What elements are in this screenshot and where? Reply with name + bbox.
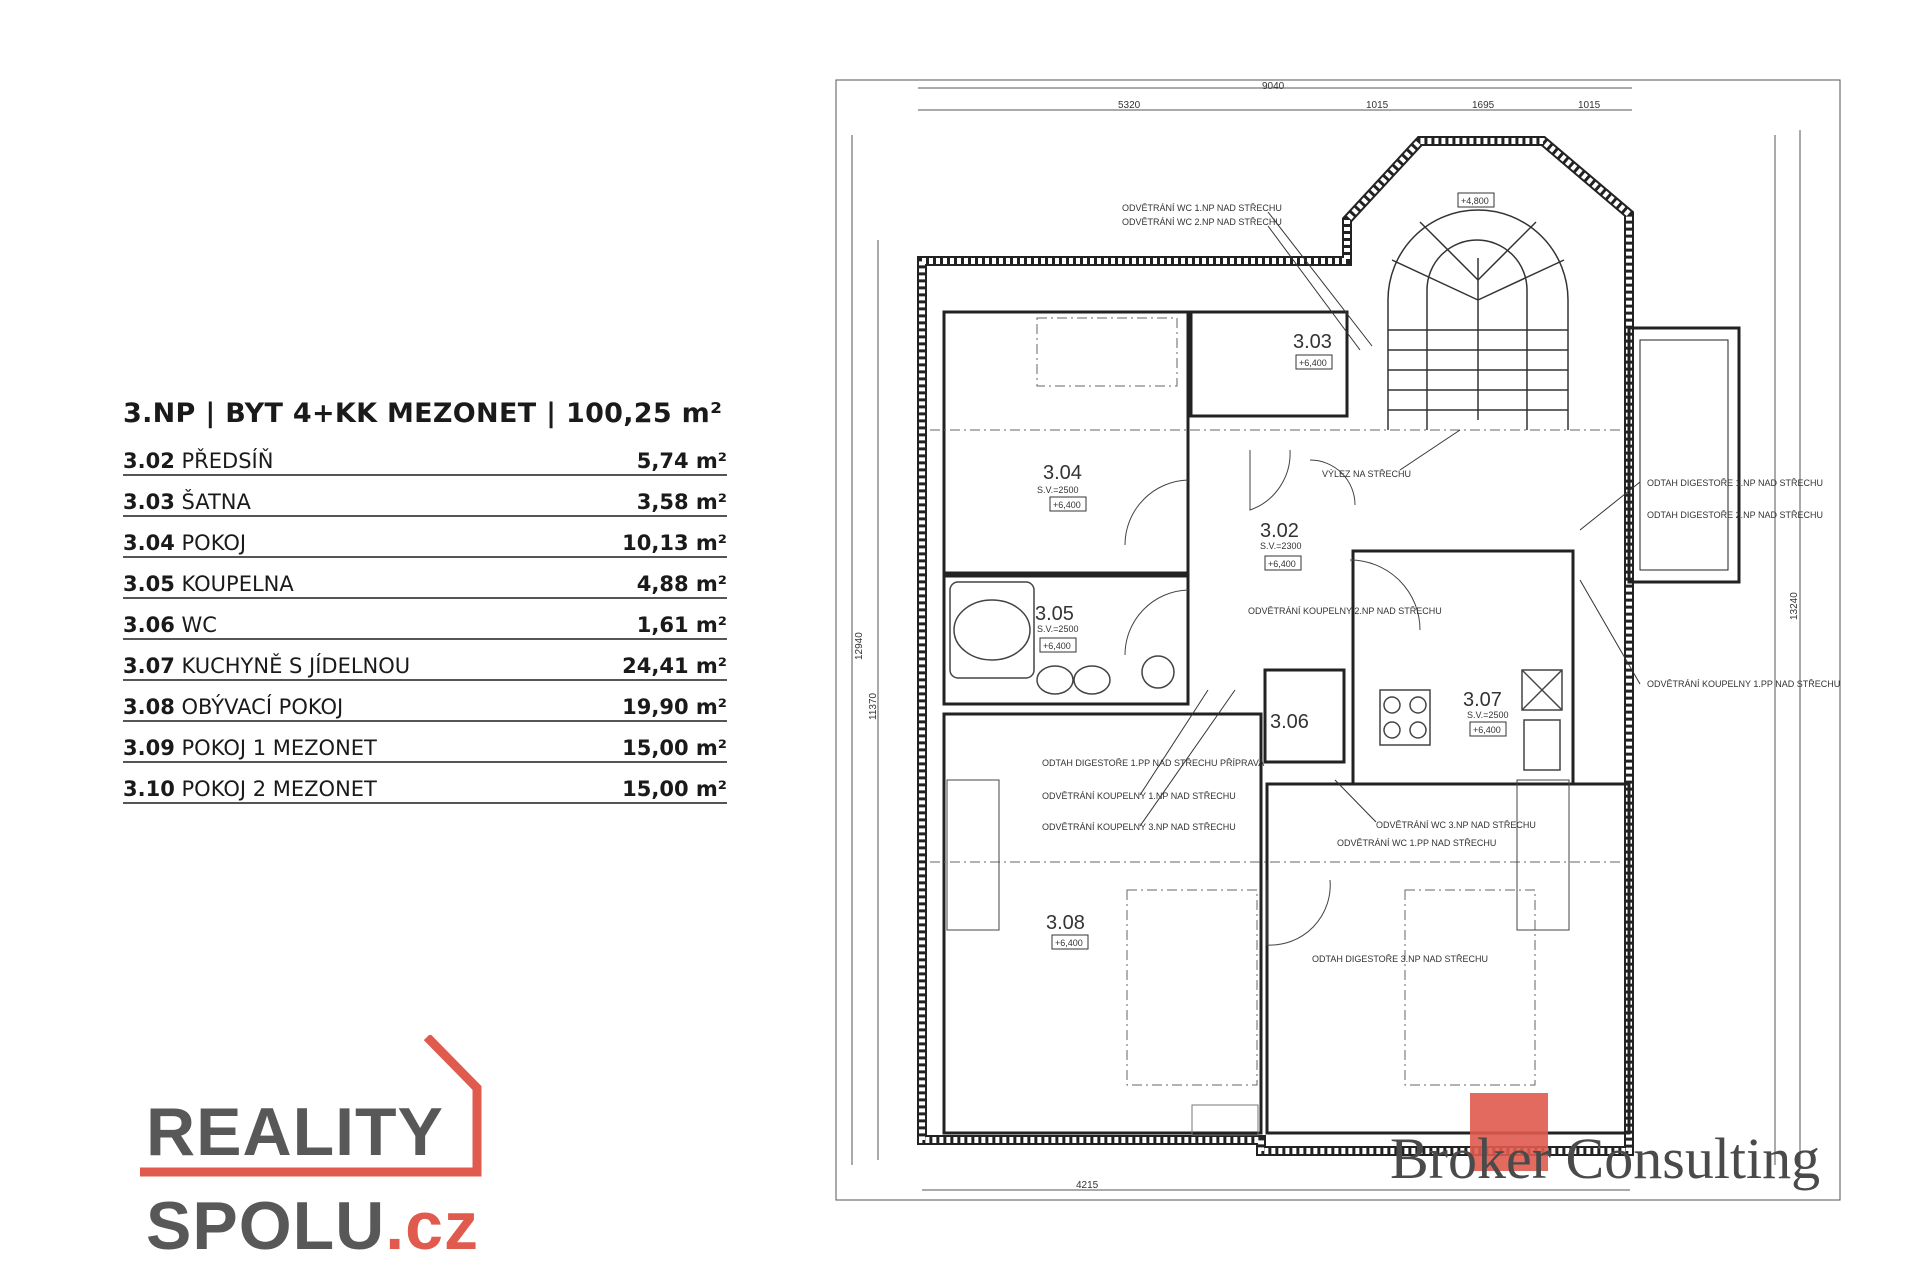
annotation: ODVĚTRÁNÍ WC 1.PP NAD STŘECHU [1337, 838, 1496, 848]
apartment-title: 3.NP | BYT 4+KK MEZONET | 100,25 m² [123, 398, 723, 429]
room-3-07 [1351, 549, 1575, 786]
room-name: POKOJ [181, 531, 247, 555]
room-area: 24,41 m² [622, 654, 727, 678]
room-code: 3.04 [123, 531, 175, 555]
room-row: 3.06 WC 1,61 m² [123, 599, 727, 640]
annotation: ODVĚTRÁNÍ KOUPELNY 3.NP NAD STŘECHU [1042, 822, 1236, 832]
height-label: S.V.=2500 [1037, 485, 1078, 495]
annotation: ODVĚTRÁNÍ KOUPELNY 1.PP NAD STŘECHU [1647, 679, 1840, 689]
annotation: ODTAH DIGESTOŘE 3.NP NAD STŘECHU [1312, 954, 1488, 964]
room-area: 10,13 m² [622, 531, 727, 555]
room-label: 3.03 [1293, 331, 1332, 353]
plan-frame [835, 79, 1841, 1201]
annotation: ODTAH DIGESTOŘE 1.NP NAD STŘECHU [1647, 478, 1823, 488]
room-area: 1,61 m² [636, 613, 727, 637]
room-row: 3.03 ŠATNA 3,58 m² [123, 476, 727, 517]
room-row: 3.05 KOUPELNA 4,88 m² [123, 558, 727, 599]
annotation: ODVĚTRÁNÍ WC 2.NP NAD STŘECHU [1122, 217, 1282, 227]
annotation: ODTAH DIGESTOŘE 2.NP NAD STŘECHU [1647, 510, 1823, 520]
room-code: 3.08 [123, 695, 175, 719]
house-roof-icon [140, 1035, 482, 1177]
room-3-03 [1189, 310, 1349, 418]
dimension: 5320 [1118, 100, 1141, 111]
room-name: OBÝVACÍ POKOJ [181, 695, 344, 719]
room-code: 3.03 [123, 490, 175, 514]
room-code: 3.05 [123, 572, 175, 596]
room-area: 19,90 m² [622, 695, 727, 719]
room-3-06 [1263, 668, 1346, 764]
height-label: S.V.=2500 [1037, 624, 1078, 634]
annotation: VÝLEZ NA STŘECHU [1322, 469, 1411, 479]
room-row: 3.04 POKOJ 10,13 m² [123, 517, 727, 558]
reality-spolu-logo: REALITY SPOLU.cz [140, 1035, 490, 1264]
level-mark: +6,400 [1268, 559, 1296, 569]
room-area-table: 3.NP | BYT 4+KK MEZONET | 100,25 m² 3.02… [123, 398, 733, 804]
dimension: 1015 [1578, 100, 1601, 111]
height-label: S.V.=2300 [1260, 541, 1301, 551]
room-labels: 3.03 3.04 3.02 3.05 3.06 3.07 3.08 S.V.=… [1035, 331, 1508, 934]
room-label: 3.02 [1260, 520, 1299, 542]
room-label: 3.05 [1035, 603, 1074, 625]
level-mark: +6,400 [1053, 500, 1081, 510]
room-code: 3.07 [123, 654, 175, 678]
room-row: 3.07 KUCHYNĚ S JÍDELNOU 24,41 m² [123, 640, 727, 681]
dimension: 11370 [868, 692, 879, 720]
room-3-04 [942, 310, 1190, 575]
room-name: ŠATNA [181, 490, 251, 514]
room-row: 3.02 PŘEDSÍŇ 5,74 m² [123, 435, 727, 476]
room-name: KUCHYNĚ S JÍDELNOU [181, 654, 411, 678]
annotation: ODVĚTRÁNÍ KOUPELNY 1.NP NAD STŘECHU [1042, 791, 1236, 801]
room-name: KOUPELNA [181, 572, 294, 596]
annotation: ODTAH DIGESTOŘE 1.PP NAD STŘECHU PŘÍPRAV… [1042, 758, 1264, 768]
room-name: POKOJ 1 MEZONET [181, 736, 377, 760]
room-code: 3.09 [123, 736, 175, 760]
room-name: POKOJ 2 MEZONET [181, 777, 377, 801]
logo-text-reality: REALITY [146, 1094, 444, 1170]
level-mark: +6,400 [1299, 358, 1327, 368]
room-row: 3.09 POKOJ 1 MEZONET 15,00 m² [123, 722, 727, 763]
logo-text-broker: Broker Consulting [1390, 1126, 1821, 1191]
room-area: 5,74 m² [636, 449, 727, 473]
dimension: 9040 [1262, 81, 1285, 92]
room-3-05 [942, 574, 1190, 706]
room-label: 3.04 [1043, 462, 1082, 484]
level-mark: +4,800 [1461, 196, 1489, 206]
annotations: ODVĚTRÁNÍ WC 1.NP NAD STŘECHU ODVĚTRÁNÍ … [1042, 203, 1840, 964]
logo-text-spolu: SPOLU.cz [146, 1188, 479, 1264]
room-name: PŘEDSÍŇ [181, 449, 274, 473]
height-label: S.V.=2500 [1467, 710, 1508, 720]
room-code: 3.06 [123, 613, 175, 637]
room-area: 15,00 m² [622, 777, 727, 801]
room-area: 15,00 m² [622, 736, 727, 760]
room-code: 3.10 [123, 777, 175, 801]
dimension: 4215 [1076, 1180, 1099, 1191]
dimension: 13240 [1789, 592, 1800, 620]
level-mark: +6,400 [1055, 938, 1083, 948]
annotation: ODVĚTRÁNÍ WC 3.NP NAD STŘECHU [1376, 820, 1536, 830]
dimension: 12940 [854, 632, 865, 660]
room-label: 3.07 [1463, 689, 1502, 711]
room-name: WC [181, 613, 217, 637]
balcony [1627, 326, 1741, 584]
room-code: 3.02 [123, 449, 175, 473]
room-row: 3.08 OBÝVACÍ POKOJ 19,90 m² [123, 681, 727, 722]
room-row: 3.10 POKOJ 2 MEZONET 15,00 m² [123, 763, 727, 804]
room-area: 4,88 m² [636, 572, 727, 596]
staircase [1387, 209, 1569, 430]
room-3-08 [942, 712, 1263, 1135]
room-area: 3,58 m² [636, 490, 727, 514]
dimension: 1695 [1472, 100, 1495, 111]
outer-wall [917, 136, 1634, 1156]
broker-consulting-logo: Broker Consulting [1390, 1093, 1820, 1245]
level-mark: +6,400 [1043, 641, 1071, 651]
level-marks: +4,800 +6,400 +6,400 +6,400 +6,400 +6,40… [1039, 192, 1507, 950]
room-label: 3.06 [1270, 711, 1309, 733]
level-mark: +6,400 [1473, 725, 1501, 735]
dimension: 1015 [1366, 100, 1389, 111]
annotation: ODVĚTRÁNÍ WC 1.NP NAD STŘECHU [1122, 203, 1282, 213]
annotation: ODVĚTRÁNÍ KOUPELNY 2.NP NAD STŘECHU [1248, 606, 1442, 616]
room-label: 3.08 [1046, 912, 1085, 934]
